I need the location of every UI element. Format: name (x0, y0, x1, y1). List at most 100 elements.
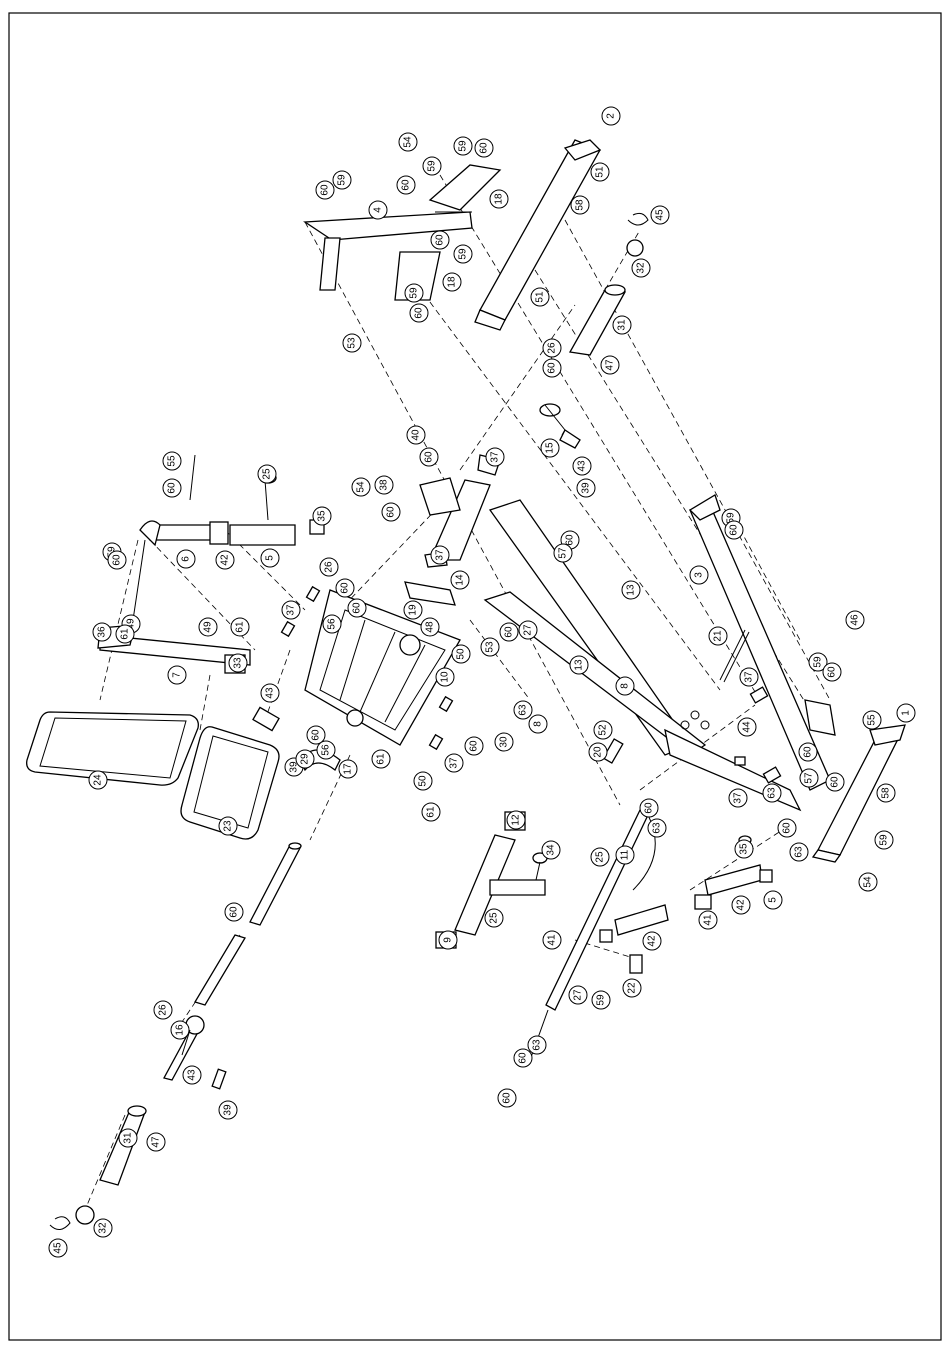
callout-50: 50 (413, 771, 433, 791)
callout-37: 37 (739, 667, 759, 687)
callout-label: 60 (112, 554, 123, 566)
callout-47: 47 (146, 1132, 166, 1152)
callout-60: 60 (224, 902, 244, 922)
callout-label: 60 (340, 582, 351, 594)
part-9-5-right (599, 835, 773, 974)
callout-circle (215, 550, 235, 570)
callout-37: 37 (485, 447, 505, 467)
callout-27: 27 (518, 620, 538, 640)
callout-label: 60 (424, 451, 435, 463)
callout-label: 61 (376, 753, 387, 765)
callout-circle (708, 626, 728, 646)
callout-label: 16 (175, 1024, 186, 1036)
callout-circle (728, 788, 748, 808)
callout-53: 53 (342, 333, 362, 353)
callout-label: 5 (768, 897, 779, 903)
callout-label: 55 (167, 455, 178, 467)
callout-42: 42 (731, 895, 751, 915)
callout-42: 42 (642, 931, 662, 951)
callout-circle (115, 624, 135, 644)
callout-label: 46 (850, 614, 861, 626)
callout-label: 5 (265, 555, 276, 561)
callout-circle (368, 200, 388, 220)
callout-circle (442, 272, 462, 292)
callout-circle (822, 662, 842, 682)
callout-label: 23 (223, 820, 234, 832)
callout-circle (570, 195, 590, 215)
callout-61: 61 (230, 617, 250, 637)
callout-60: 60 (474, 138, 494, 158)
callout-circle (615, 845, 635, 865)
callout-label: 60 (352, 602, 363, 614)
callout-26: 26 (319, 557, 339, 577)
callout-29: 29 (295, 749, 315, 769)
callout-label: 43 (265, 687, 276, 699)
callout-circle (600, 355, 620, 375)
callout-circle (698, 910, 718, 930)
callout-60: 60 (499, 622, 519, 642)
part-21-20-pins (602, 629, 750, 764)
callout-31: 31 (612, 315, 632, 335)
callout-circle (576, 478, 596, 498)
callout-label: 27 (573, 989, 584, 1001)
callout-label: 51 (595, 166, 606, 178)
callout-59: 59 (332, 170, 352, 190)
callout-circle (464, 736, 484, 756)
callout-label: 41 (547, 934, 558, 946)
callout-27: 27 (568, 985, 588, 1005)
callout-26: 26 (153, 1000, 173, 1020)
part-31-upper-roller (568, 212, 649, 356)
callout-label: 60 (229, 906, 240, 918)
callout-label: 61 (235, 621, 246, 633)
callout-10: 10 (435, 667, 455, 687)
callout-label: 41 (703, 914, 714, 926)
callout-circle (874, 830, 894, 850)
callout-circle (451, 644, 471, 664)
callout-41: 41 (542, 930, 562, 950)
callout-label: 37 (733, 792, 744, 804)
callout-label: 59 (596, 994, 607, 1006)
callout-circle (650, 205, 670, 225)
callout-label: 36 (97, 626, 108, 638)
callout-label: 59 (813, 656, 824, 668)
callout-label: 45 (53, 1242, 64, 1254)
callout-label: 60 (782, 822, 793, 834)
callout-label: 57 (558, 547, 569, 559)
callout-59: 59 (453, 136, 473, 156)
callout-37: 37 (444, 753, 464, 773)
callout-label: 33 (233, 657, 244, 669)
callout-circle (540, 438, 560, 458)
callout-circle (218, 1100, 238, 1120)
callout-label: 25 (595, 851, 606, 863)
callout-label: 48 (425, 621, 436, 633)
callout-circle (568, 985, 588, 1005)
callout-label: 63 (767, 787, 778, 799)
callout-label: 47 (605, 359, 616, 371)
callout-60: 60 (107, 550, 127, 570)
callout-circle (485, 447, 505, 467)
callout-circle (513, 1048, 533, 1068)
callout-56: 56 (316, 740, 336, 760)
callout-circle (48, 1238, 68, 1258)
callout-label: 60 (547, 362, 558, 374)
callout-circle (230, 617, 250, 637)
callout-label: 63 (794, 846, 805, 858)
callout-circle (406, 425, 426, 445)
callout-circle (647, 818, 667, 838)
callout-label: 1 (901, 710, 912, 716)
callout-51: 51 (530, 287, 550, 307)
part-10-seat-frame (304, 581, 461, 746)
callout-label: 60 (729, 524, 740, 536)
callout-label: 58 (881, 787, 892, 799)
callout-label: 42 (736, 899, 747, 911)
callout-60: 60 (464, 736, 484, 756)
callout-35: 35 (734, 839, 754, 859)
callout-32: 32 (631, 258, 651, 278)
callout-circle (162, 451, 182, 471)
callout-circle (825, 772, 845, 792)
callout-label: 30 (499, 736, 510, 748)
callout-circle (430, 545, 450, 565)
callout-label: 3 (694, 572, 705, 578)
callout-38: 38 (374, 475, 394, 495)
callout-label: 26 (324, 561, 335, 573)
